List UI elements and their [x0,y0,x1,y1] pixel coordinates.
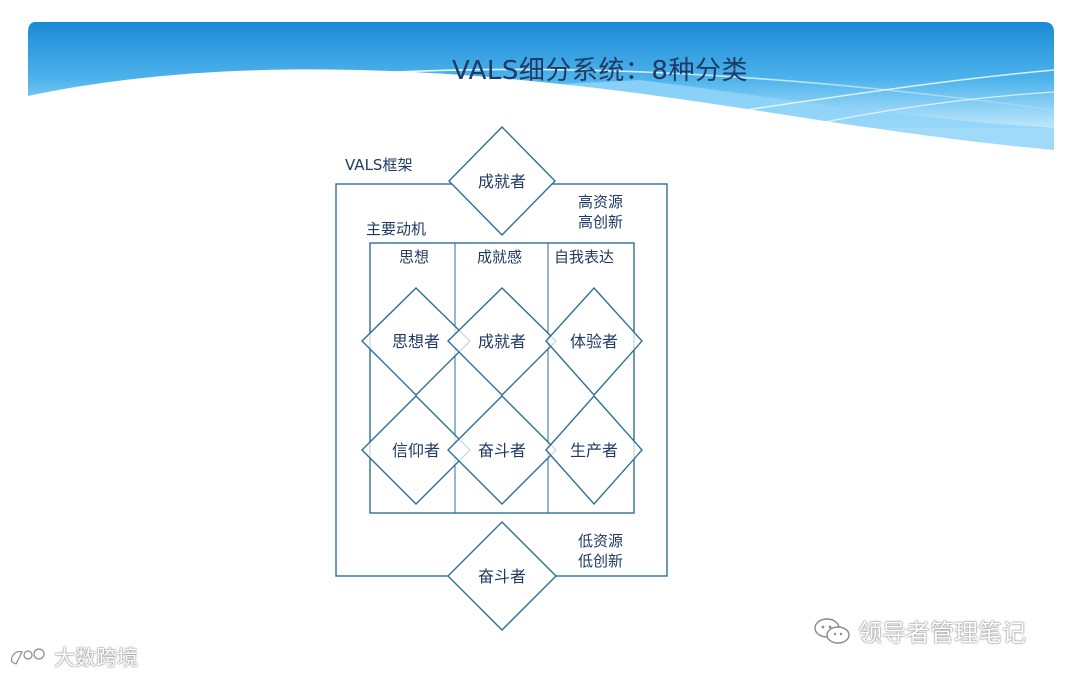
watermark-right-text: 领导者管理笔记 [858,613,1026,648]
high-resources-label: 高资源 [578,192,623,212]
watermark-left: 大数跨境 [8,642,138,672]
column-header-ideals: 思想 [399,247,429,267]
low-innovation-label: 低创新 [578,551,623,571]
watermark-left-text: 大数跨境 [54,642,138,672]
frame-label: VALS框架 [345,155,412,175]
low-resources-label: 低资源 [578,531,623,551]
high-innovation-label: 高创新 [578,212,623,232]
watermark-right: 领导者管理笔记 [812,613,1026,648]
weibo-icon [8,646,48,668]
wechat-icon [812,616,852,646]
node-bottom: 奋斗者 [447,567,557,587]
column-header-achievement: 成就感 [477,247,522,267]
node-top: 成就者 [447,172,557,192]
node-row1-col3: 体验者 [539,332,649,352]
column-header-self-expression: 自我表达 [554,247,614,267]
slide-title: VALS细分系统：8种分类 [0,50,1080,87]
motivation-label: 主要动机 [366,219,426,239]
node-row2-col3: 生产者 [539,441,649,461]
